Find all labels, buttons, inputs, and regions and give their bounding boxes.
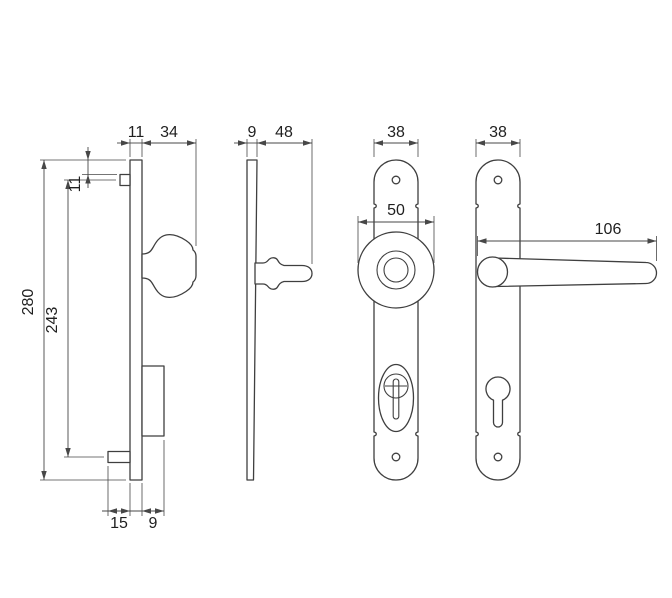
lever-side-plate [246,159,258,481]
dimension-knob-side-top: 11 34 [117,124,197,246]
dimension-lever-front-width: 38 [475,124,521,157]
dim-label-11-top: 11 [128,124,145,141]
dimension-knob-diameter: 50 [357,202,435,263]
view-knob-front [357,159,435,481]
view-lever-side [246,159,313,481]
lever-neck-circle [476,256,509,288]
fixing-pin-top [119,173,131,187]
lever-arm [494,257,658,288]
knob-circle-inner [383,257,409,283]
screw-hole-top-knob [391,175,401,185]
dimension-plate-height: 280 [20,159,126,481]
dim-label-34: 34 [160,124,178,141]
cylinder-guard-side [141,365,165,437]
screw-hole-top-lever [493,175,503,185]
dim-label-38-knob: 38 [387,124,405,141]
dim-label-106: 106 [595,221,622,238]
knob-side-plate [129,159,143,481]
dim-label-243: 243 [44,307,61,334]
lever-profile-side [254,257,313,290]
knob-rosette-circle [357,231,435,309]
euro-cylinder-hole [485,376,511,428]
dimension-lever-length: 106 [477,221,657,261]
view-lever-front [475,159,658,481]
dimension-hole-spacing: 243 [44,179,116,458]
lever-front-plate [475,159,521,481]
knob-profile [141,233,197,299]
dimension-knob-front-width: 38 [373,124,419,157]
knob-circle-mid [376,250,416,290]
fixing-pin-bottom [107,450,131,464]
dim-label-280: 280 [20,289,37,316]
cylinder-core-circle [383,373,409,399]
dimension-lever-side-top: 9 48 [234,124,313,264]
view-knob-side [107,159,197,481]
dim-label-38-lever: 38 [489,124,507,141]
screw-hole-bottom-lever [493,452,503,462]
dim-label-50: 50 [387,202,405,219]
dim-label-9-bottom: 9 [149,515,158,532]
dim-label-48: 48 [275,124,293,141]
dim-label-9-top: 9 [248,124,257,141]
dim-label-11-left: 11 [67,176,84,193]
dim-label-15: 15 [110,515,128,532]
dimension-edge-to-hole: 11 [67,147,117,192]
keyway-slot [392,378,400,420]
screw-hole-bottom-knob [391,452,401,462]
dimension-knob-side-bottom: 15 9 [102,440,165,532]
